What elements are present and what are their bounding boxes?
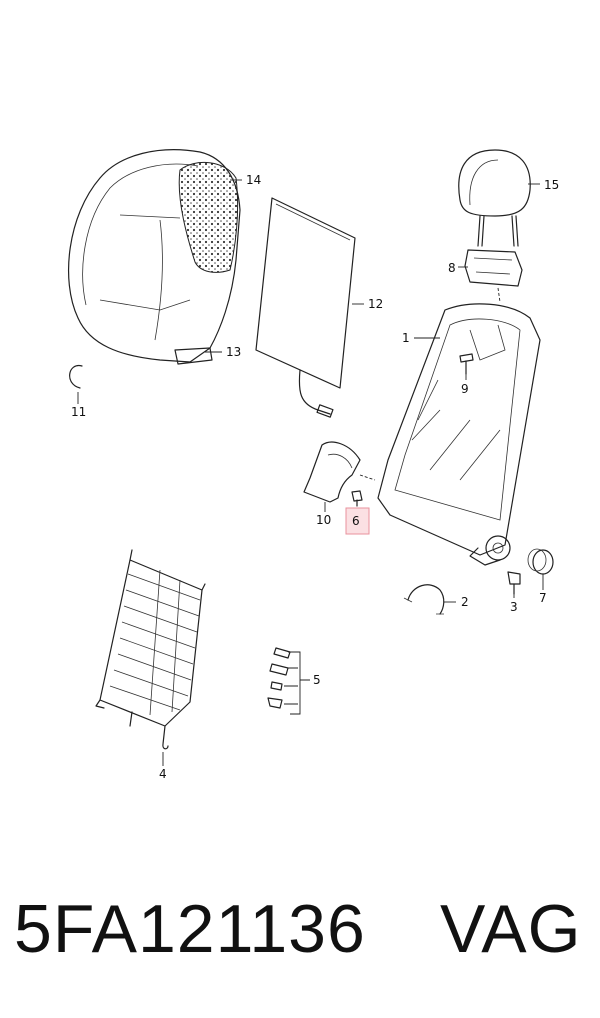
position-labels: 1 2 3 4 5 6 7 8 9 10 11 12 13 14 15	[71, 173, 559, 781]
headrest-guide	[464, 249, 523, 303]
screw-9	[459, 353, 474, 375]
fastener-set-5	[267, 647, 291, 709]
label-4: 4	[159, 767, 167, 781]
part-number: 5FA121136	[14, 891, 366, 967]
label-6: 6	[352, 514, 360, 528]
seat-cover	[68, 149, 241, 365]
label-9: 9	[461, 382, 469, 396]
label-11: 11	[71, 405, 86, 419]
label-13: 13	[226, 345, 241, 359]
clip-11	[69, 365, 83, 389]
label-12: 12	[368, 297, 383, 311]
bolt-3	[507, 571, 521, 595]
exploded-parts-diagram: 1 2 3 4 5 6 7 8 9 10 11 12 13 14 15	[68, 149, 559, 781]
label-5: 5	[313, 673, 321, 687]
highlight-box	[345, 507, 370, 535]
label-10: 10	[316, 513, 331, 527]
label-3: 3	[510, 600, 518, 614]
footer: 5FA121136 VAG	[0, 880, 600, 990]
label-15: 15	[544, 178, 559, 192]
label-1: 1	[402, 331, 410, 345]
screw-6	[351, 490, 363, 507]
leader-lines	[77, 179, 544, 766]
seat-frame	[377, 303, 541, 566]
brand-name: VAG	[440, 891, 582, 967]
knob-7	[527, 548, 554, 575]
spring-mat	[95, 549, 206, 750]
label-7: 7	[539, 591, 547, 605]
label-14: 14	[246, 173, 261, 187]
label-8: 8	[448, 261, 456, 275]
cable-2	[403, 584, 445, 615]
trim-cover-10	[303, 441, 361, 503]
label-2: 2	[461, 595, 469, 609]
back-panel	[255, 197, 356, 418]
headrest	[458, 149, 531, 247]
